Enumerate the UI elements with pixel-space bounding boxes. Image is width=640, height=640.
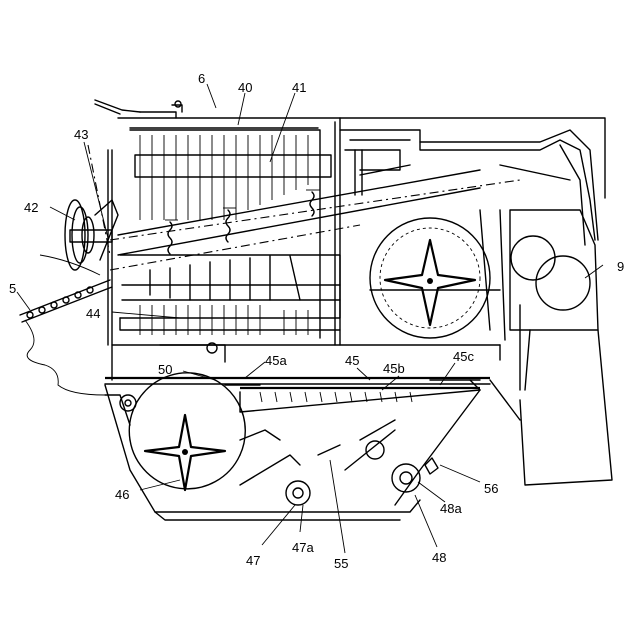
auger — [240, 420, 395, 485]
label-56: 56 — [484, 481, 498, 496]
label-42: 42 — [24, 200, 38, 215]
label-45a: 45a — [265, 353, 287, 368]
label-41: 41 — [292, 80, 306, 95]
label-6: 6 — [198, 71, 205, 86]
top-cover-slats — [130, 128, 331, 220]
label-44: 44 — [86, 306, 100, 321]
label-55: 55 — [334, 556, 348, 571]
label-48a: 48a — [440, 501, 462, 516]
label-45c: 45c — [453, 349, 474, 364]
feed-chain-5 — [20, 255, 112, 395]
label-9: 9 — [617, 259, 624, 274]
threshing-teeth — [150, 256, 300, 300]
fan-46 — [129, 373, 280, 490]
label-45b: 45b — [383, 361, 405, 376]
label-48: 48 — [432, 550, 446, 565]
label-50: 50 — [158, 362, 172, 377]
pulley-48 — [392, 458, 438, 492]
label-47: 47 — [246, 553, 260, 568]
pulley-47 — [286, 481, 310, 505]
label-43: 43 — [74, 127, 88, 142]
label-47a: 47a — [292, 540, 314, 555]
label-45: 45 — [345, 353, 359, 368]
label-46: 46 — [115, 487, 129, 502]
sieve-45 — [225, 380, 480, 412]
top-lever — [95, 100, 182, 118]
label-40: 40 — [238, 80, 252, 95]
fan-housing-9 — [490, 210, 612, 485]
impeller-drum — [370, 210, 505, 340]
threshing-chamber — [110, 170, 520, 330]
reference-labels: 6 40 41 43 42 9 5 44 45a 45 45b 45c 50 4… — [9, 71, 624, 571]
pulley-42 — [65, 145, 118, 270]
label-5: 5 — [9, 281, 16, 296]
